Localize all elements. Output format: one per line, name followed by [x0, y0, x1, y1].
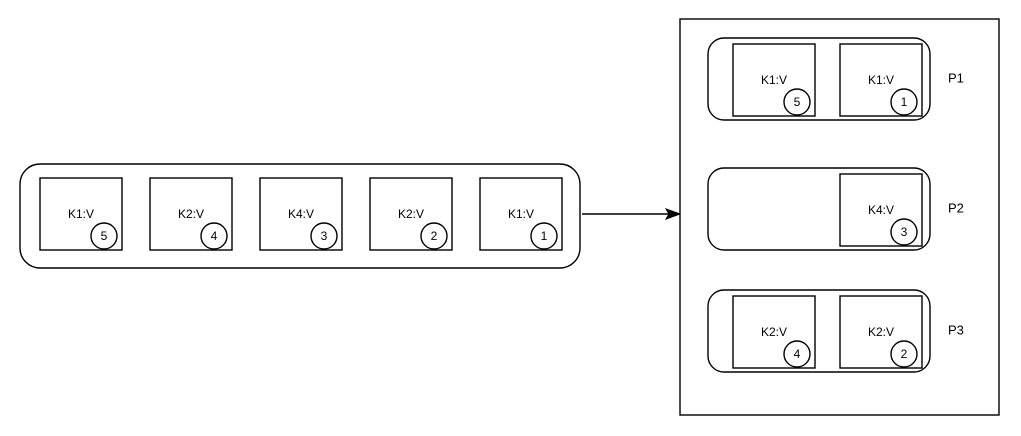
- partition[interactable]: K2:V 4 K2:V 2 P3: [707, 289, 964, 373]
- sequence-badge: [890, 88, 918, 116]
- record-card[interactable]: K2:V 2: [369, 177, 453, 251]
- sequence-number: 1: [541, 229, 548, 243]
- record-card[interactable]: K2:V 4: [732, 295, 816, 369]
- flow-arrow-head: [664, 208, 682, 220]
- record-card[interactable]: K1:V 1: [479, 177, 563, 251]
- partition[interactable]: K4:V 3 P2: [707, 167, 964, 251]
- record-card[interactable]: K1:V 1: [839, 43, 923, 117]
- record-card[interactable]: K2:V 4: [149, 177, 233, 251]
- sequence-number: 4: [211, 229, 218, 243]
- record-key-label: K2:V: [761, 325, 787, 339]
- record-card[interactable]: K1:V 5: [39, 177, 123, 251]
- sequence-badge: [200, 222, 228, 250]
- sequence-badge: [783, 88, 811, 116]
- sequence-number: 2: [901, 347, 908, 361]
- sequence-badge: [90, 222, 118, 250]
- sequence-badge: [890, 218, 918, 246]
- sequence-number: 5: [101, 229, 108, 243]
- sequence-number: 2: [431, 229, 438, 243]
- record-key-label: K1:V: [508, 207, 534, 221]
- sequence-number: 3: [901, 225, 908, 239]
- record-key-label: K1:V: [761, 73, 787, 87]
- record-box: [369, 177, 453, 251]
- record-key-label: K4:V: [868, 203, 894, 217]
- record-card[interactable]: K2:V 2: [839, 295, 923, 369]
- sequence-badge: [420, 222, 448, 250]
- record-key-label: K2:V: [398, 207, 424, 221]
- partition-label: P1: [948, 70, 964, 85]
- record-key-label: K2:V: [868, 325, 894, 339]
- sequence-number: 1: [901, 95, 908, 109]
- flow-arrow: [582, 208, 682, 220]
- sequence-number: 5: [794, 95, 801, 109]
- partition-label: P3: [948, 322, 964, 337]
- partition-label: P2: [948, 200, 964, 215]
- sequence-badge: [310, 222, 338, 250]
- sequence-number: 4: [794, 347, 801, 361]
- record-key-label: K1:V: [868, 73, 894, 87]
- sequence-number: 3: [321, 229, 328, 243]
- record-card[interactable]: K4:V 3: [839, 173, 923, 247]
- partition[interactable]: K1:V 5 K1:V 1 P1: [707, 37, 964, 121]
- sequence-badge: [783, 340, 811, 368]
- record-key-label: K1:V: [68, 207, 94, 221]
- record-key-label: K4:V: [288, 207, 314, 221]
- record-key-label: K2:V: [178, 207, 204, 221]
- source-queue: K1:V 5 K2:V 4 K4:V 3 K2:V 2 K1:V 1: [19, 163, 581, 269]
- record-card[interactable]: K4:V 3: [259, 177, 343, 251]
- sequence-badge: [530, 222, 558, 250]
- sequence-badge: [890, 340, 918, 368]
- record-card[interactable]: K1:V 5: [732, 43, 816, 117]
